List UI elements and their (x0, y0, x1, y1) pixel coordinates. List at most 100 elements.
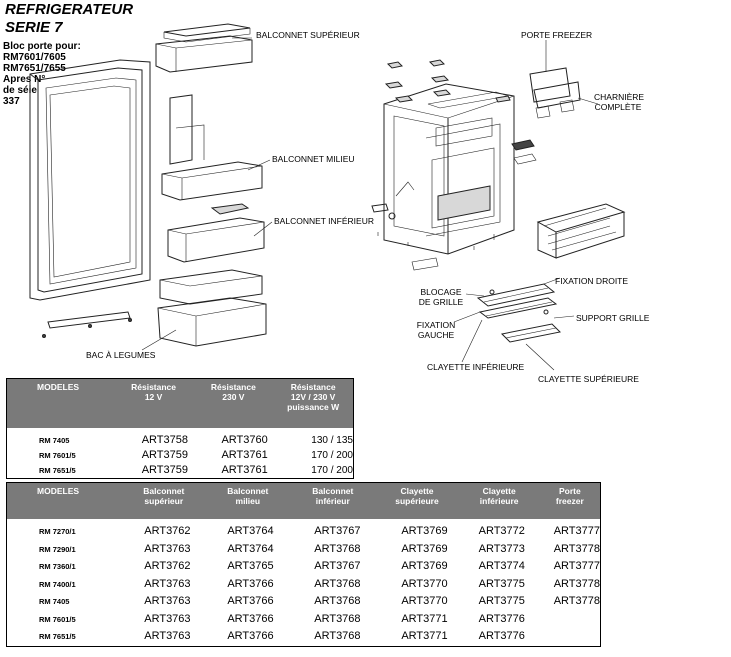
cell-part: ART3763 (144, 577, 191, 590)
label-charniere-line2: COMPLÈTE (594, 102, 642, 112)
cell-part: ART3773 (478, 542, 525, 555)
label-blocage-line2: DE GRILLE (418, 297, 464, 307)
cell-part: ART3776 (478, 630, 525, 642)
cell-model: RM 7400/1 (39, 579, 76, 589)
cell-part: ART3763 (144, 595, 191, 607)
cell-part: ART3771 (401, 630, 448, 642)
cell-part: ART3762 (144, 560, 191, 572)
cabinet-drawing (383, 83, 515, 255)
header-balconnet-superieur: Balconnet supérieur (122, 482, 206, 519)
cell-part: ART3760 (221, 434, 268, 446)
cell-part: ART3777 (553, 560, 600, 572)
table-row: RM 7601/5 ART3759 ART3761 170 / 200 (7, 448, 354, 463)
cell-part: ART3759 (141, 464, 188, 476)
label-blocage-grille: BLOCAGE DE GRILLE (416, 287, 466, 307)
bloc-line: RM7651/7655 (3, 63, 66, 74)
cell-part: ART3762 (144, 525, 191, 537)
cell-part: ART3766 (227, 577, 274, 590)
table-row: RM 7270/1 ART3762 ART3764 ART3767 ART376… (7, 519, 601, 541)
cell-part: ART3763 (144, 612, 191, 625)
bloc-line: de séie (3, 85, 37, 96)
cell-part: ART3769 (401, 525, 448, 537)
header-puissance: Résistance 12V / 230 V puissance W (273, 378, 354, 428)
cell-part: ART3758 (141, 434, 188, 446)
label-balconnet-superieur: BALCONNET SUPÉRIEUR (256, 30, 360, 40)
header-balconnet-inferieur: Balconnet inférieur (290, 482, 376, 519)
table-row: RM 7405 ART3758 ART3760 130 / 135 (7, 428, 354, 448)
cell-model: RM 7601/5 (39, 614, 76, 624)
label-clayette-superieure: CLAYETTE SUPÉRIEURE (538, 374, 639, 384)
cell-part: ART3776 (478, 612, 525, 625)
bac-legumes-drawing (157, 269, 267, 347)
cell-part: ART3769 (401, 560, 448, 572)
cell-part: ART3765 (227, 560, 274, 572)
header-modeles: MODELES (6, 378, 114, 428)
header-balconnet-milieu: Balconnet milieu (205, 482, 291, 519)
table-row: RM 7651/5 ART3759 ART3761 170 / 200 (7, 463, 354, 479)
page-subtitle: SERIE 7 (5, 19, 63, 36)
cell-model: RM 7290/1 (39, 544, 76, 554)
label-fixation-gauche-line1: FIXATION (416, 320, 456, 330)
cell-part: ART3761 (221, 449, 268, 461)
header-resistance-12v: Résistance 12 V (113, 378, 194, 428)
cell-model: RM 7601/5 (39, 451, 76, 460)
cell-part: ART3766 (227, 612, 274, 625)
cell-part: ART3763 (144, 542, 191, 555)
header-porte-freezer: Porte freezer (539, 482, 601, 519)
cell-part: ART3763 (144, 630, 191, 642)
table-row: RM 7360/1 ART3762 ART3765 ART3767 ART376… (7, 558, 601, 576)
grille-drawing (536, 203, 626, 259)
balconnet-inferieur-drawing (167, 217, 265, 263)
cell-part: ART3768 (314, 577, 361, 590)
cell-part: ART3774 (478, 560, 525, 572)
page-title: REFRIGERATEUR (5, 1, 134, 18)
cell-part: ART3771 (401, 612, 448, 625)
cell-part: ART3767 (314, 560, 361, 572)
cell-part: ART3768 (314, 542, 361, 555)
cell-part: ART3775 (478, 577, 525, 590)
resistance-table: MODELES Résistance 12 V Résistance 230 V… (6, 378, 354, 479)
cell-part: ART3770 (401, 595, 448, 607)
bloc-line: Apres N° (3, 74, 46, 85)
label-bac-legumes: BAC À LEGUMES (86, 350, 156, 360)
table-row: RM 7400/1 ART3763 ART3766 ART3768 ART377… (7, 576, 601, 594)
cell-part: ART3778 (553, 595, 600, 607)
label-fixation-gauche: FIXATION GAUCHE (416, 320, 456, 340)
label-fixation-gauche-line2: GAUCHE (417, 330, 455, 340)
cell-part: ART3769 (401, 542, 448, 555)
bloc-line: Bloc porte pour: (3, 41, 81, 52)
cell-model: RM 7405 (39, 597, 70, 606)
label-porte-freezer: PORTE FREEZER (521, 30, 593, 40)
table-header-row: MODELES Balconnet supérieur Balconnet mi… (6, 482, 601, 519)
label-fixation-droite: FIXATION DROITE (555, 276, 629, 286)
clayettes-drawing (476, 283, 562, 343)
cell-part: ART3764 (227, 542, 274, 555)
bloc-line: RM7601/7605 (3, 52, 66, 63)
cell-part: ART3768 (314, 630, 361, 642)
cell-part: ART3775 (478, 595, 525, 607)
header-modeles: MODELES (6, 482, 123, 519)
cell-part: ART3766 (227, 595, 274, 607)
bloc-line: 337 (3, 96, 20, 107)
table-row: RM 7601/5 ART3763 ART3766 ART3768 ART377… (7, 611, 601, 629)
accessories-table: MODELES Balconnet supérieur Balconnet mi… (6, 482, 601, 647)
label-balconnet-milieu: BALCONNET MILIEU (272, 154, 355, 164)
header-clayette-inferieure: Clayette inférieure (458, 482, 540, 519)
cell-model: RM 7651/5 (39, 466, 76, 475)
cell-part: ART3768 (314, 612, 361, 625)
cell-part: ART3761 (221, 464, 268, 476)
porte-freezer-drawing (529, 67, 581, 119)
cell-part: ART3759 (141, 449, 188, 461)
cell-part: ART3767 (314, 525, 361, 537)
table-header-row: MODELES Résistance 12 V Résistance 230 V… (6, 378, 354, 428)
cell-part: ART3766 (227, 630, 274, 642)
cell-power: 170 / 200 (311, 450, 353, 461)
cell-part: ART3772 (478, 525, 525, 537)
table-row: RM 7290/1 ART3763 ART3764 ART3768 ART376… (7, 541, 601, 559)
table-row: RM 7405 ART3763 ART3766 ART3768 ART3770 … (7, 593, 601, 611)
exploded-diagram (29, 23, 626, 371)
cell-part: ART3778 (553, 577, 600, 590)
cell-power: 130 / 135 (311, 435, 353, 446)
header-clayette-superieure: Clayette supérieure (375, 482, 459, 519)
label-clayette-inferieure: CLAYETTE INFÉRIEURE (427, 362, 525, 372)
